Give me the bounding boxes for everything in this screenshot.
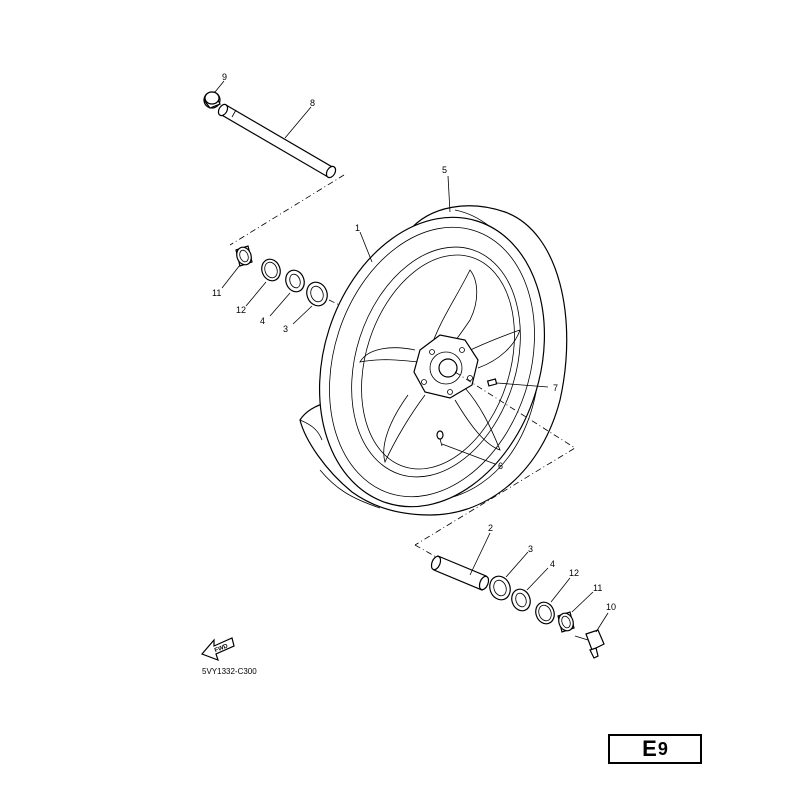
fwd-arrow-icon: FWD (200, 637, 235, 662)
callout-4-left: 4 (260, 316, 265, 326)
callout-1: 1 (355, 223, 360, 233)
callout-4-right: 4 (550, 559, 555, 569)
leader-11-left (221, 264, 241, 289)
callout-11-right: 11 (593, 583, 602, 593)
leader-3-right (505, 551, 529, 578)
leader-8 (284, 106, 312, 139)
leader-4-right (526, 567, 549, 591)
callout-12-right: 12 (569, 568, 579, 578)
axis-line-upper (229, 174, 345, 246)
callout-9: 9 (222, 72, 227, 82)
leader-1 (359, 231, 373, 263)
leader-3-left (292, 305, 313, 325)
leader-11-right (571, 591, 594, 613)
callout-8: 8 (310, 98, 315, 108)
page-letter: E (642, 736, 657, 761)
callout-3-left: 3 (283, 324, 288, 334)
part-8-axle (217, 103, 337, 179)
page-number: 9 (657, 738, 668, 759)
part-12-oil-seal-left (261, 258, 281, 282)
callout-10: 10 (606, 602, 616, 612)
part-7-balance-weight (486, 378, 498, 387)
part-12-oil-seal-right (535, 601, 555, 625)
leader-7 (496, 382, 549, 388)
callout-7: 7 (553, 383, 558, 393)
leader-9 (214, 80, 225, 93)
leader-6 (441, 443, 496, 465)
leader-4-left (269, 292, 291, 317)
part-1-cast-wheel (318, 216, 546, 508)
part-2-collar (430, 555, 490, 591)
callout-5: 5 (442, 165, 447, 175)
part-11-collar-right (557, 611, 575, 633)
leader-12-right (550, 577, 571, 603)
part-3-bearing-right (489, 575, 511, 601)
callout-6: 6 (498, 461, 503, 471)
leader-10 (595, 612, 609, 633)
leader-5 (447, 175, 451, 213)
part-6-tire-valve (436, 430, 444, 447)
drawing-code: 5VY1332-C300 (202, 667, 257, 676)
fwd-label: FWD (214, 643, 230, 654)
callout-2: 2 (488, 523, 493, 533)
part-10-bolt (574, 629, 605, 659)
callout-3-right: 3 (528, 544, 533, 554)
part-4-bearing-left (285, 269, 305, 293)
part-11-collar-left (235, 245, 253, 267)
leader-12-left (245, 281, 267, 307)
leader-2 (469, 532, 491, 576)
part-4-bearing-right (511, 588, 531, 612)
callout-11-left: 11 (212, 288, 221, 298)
callout-12-left: 12 (236, 305, 246, 315)
part-9-cap (203, 91, 221, 109)
part-3-bearing-left (306, 281, 328, 307)
